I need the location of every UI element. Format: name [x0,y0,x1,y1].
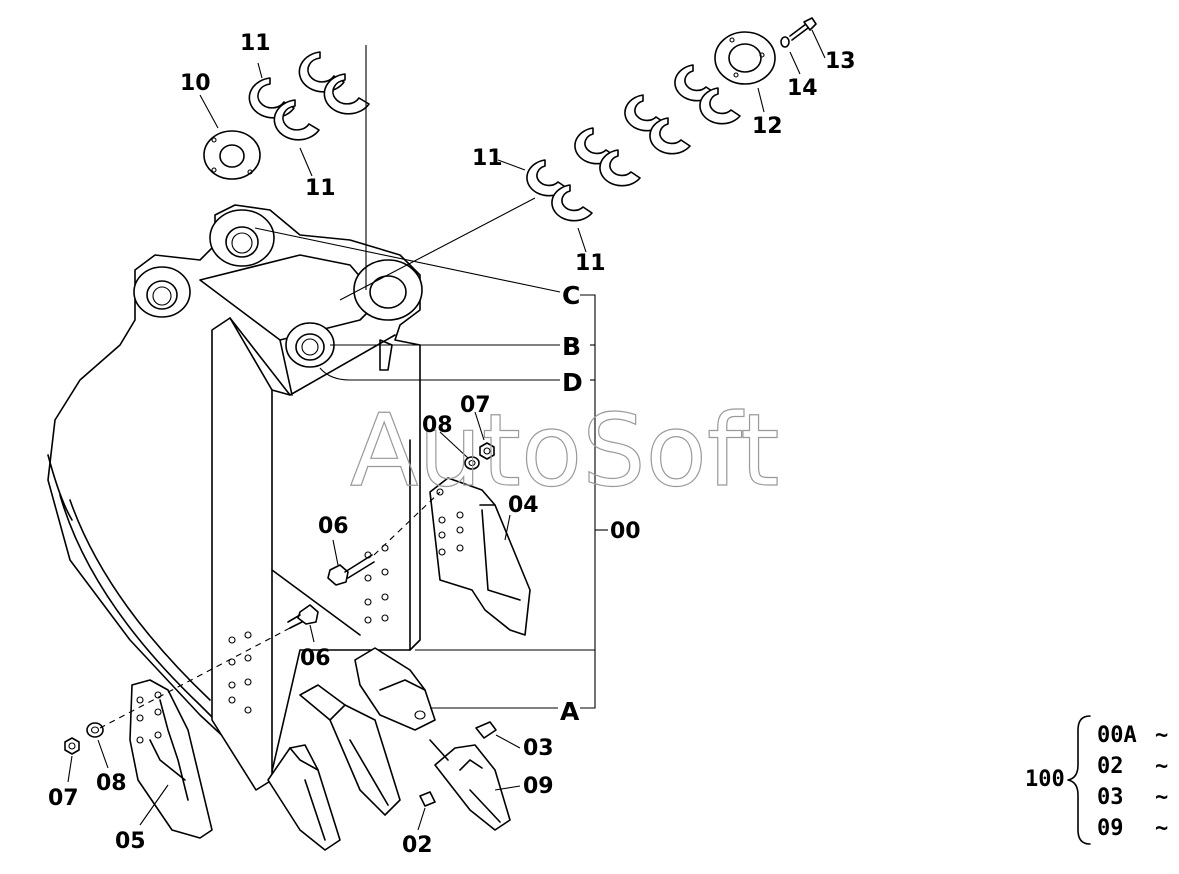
shims-right-cluster [526,17,817,222]
side-cutter-right [429,477,531,636]
pin-bosses [133,209,423,368]
assembly-tilde-1: ~ [1155,723,1168,748]
pin-label-a: A [560,697,580,726]
side-plate-bolt-holes [228,544,389,714]
pin-label-c: C [562,281,580,310]
part-callouts: 11 10 11 11 11 12 14 13 08 07 04 06 06 0… [48,31,856,858]
callout-13: 13 [825,49,856,74]
assembly-row-1: 00A [1097,723,1137,748]
callout-14: 14 [787,76,818,101]
callout-07-upper: 07 [460,393,491,418]
pin-label-d: D [562,368,583,397]
callout-08-lower: 08 [96,771,127,796]
leader-lines [67,29,826,831]
callout-07-lower: 07 [48,786,79,811]
assembly-tilde-4: ~ [1155,816,1168,841]
callout-06-lower: 06 [300,646,331,671]
watermark-text: AutoSoft [350,392,780,509]
bucket-teeth [267,647,511,851]
callout-00: 00 [610,519,641,544]
assembly-row-3: 03 [1097,785,1124,810]
callout-06-upper: 06 [318,514,349,539]
assembly-table: 100 00A 02 03 09 ~ ~ ~ ~ [1025,715,1168,845]
callout-11-bottom: 11 [575,251,606,276]
shims-left-cluster [203,45,370,290]
assembly-row-2: 02 [1097,754,1124,779]
callout-12: 12 [752,114,783,139]
callout-02: 02 [402,833,433,858]
pin-letter-labels: C B D A [560,281,583,726]
assembly-number: 100 [1025,767,1065,792]
assembly-tilde-2: ~ [1155,754,1168,779]
fasteners [64,442,495,755]
assembly-row-4: 09 [1097,816,1124,841]
callout-03: 03 [523,736,554,761]
callout-11-top: 11 [240,31,271,56]
callout-04: 04 [508,493,539,518]
assembly-tilde-3: ~ [1155,785,1168,810]
callout-11-left: 11 [305,176,336,201]
side-cutter-left [129,679,213,839]
callout-08-upper: 08 [422,413,453,438]
callout-10: 10 [180,71,211,96]
pin-label-b: B [562,332,581,361]
callout-05: 05 [115,829,146,854]
callout-09: 09 [523,774,554,799]
callout-11-mid: 11 [472,146,503,171]
